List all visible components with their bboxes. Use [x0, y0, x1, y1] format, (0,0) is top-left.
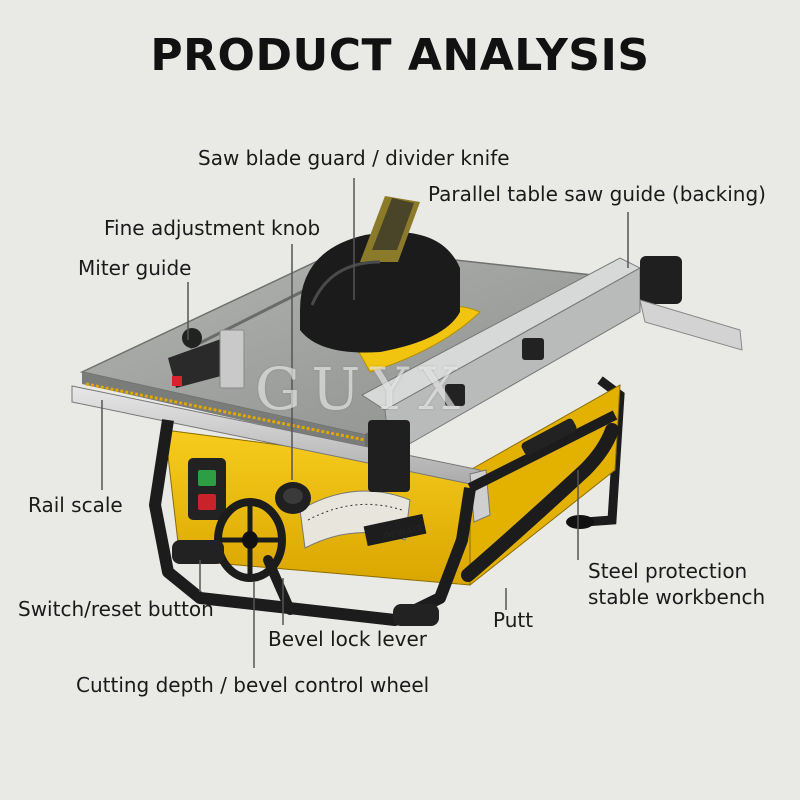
control-wheel — [214, 482, 311, 615]
steel-frame-front — [149, 410, 619, 626]
label-bevel-lock-lever: Bevel lock lever — [268, 627, 428, 651]
label-parallel-guide: Parallel table saw guide (backing) — [428, 182, 766, 206]
label-putt: Putt — [493, 608, 534, 632]
blade-guard — [300, 196, 460, 353]
miter-guide — [168, 328, 245, 389]
label-switch-reset-button: Switch/reset button — [18, 597, 214, 621]
label-rail-scale: Rail scale — [28, 493, 123, 517]
label-miter-guide: Miter guide — [78, 256, 192, 280]
label-steel-protection: Steel protection stable workbench — [588, 559, 766, 610]
parallel-fence — [361, 256, 743, 492]
label-saw-blade-guard: Saw blade guard / divider knife — [198, 146, 510, 170]
label-cutting-depth-wheel: Cutting depth / bevel control wheel — [76, 673, 430, 697]
leader-lines — [101, 178, 629, 668]
page-title: PRODUCT ANALYSIS — [150, 30, 650, 81]
switch-reset-button — [198, 470, 216, 510]
label-fine-adjustment-knob: Fine adjustment knob — [104, 216, 321, 240]
bevel-scale — [299, 490, 427, 549]
watermark-text: GUYX — [255, 355, 470, 423]
